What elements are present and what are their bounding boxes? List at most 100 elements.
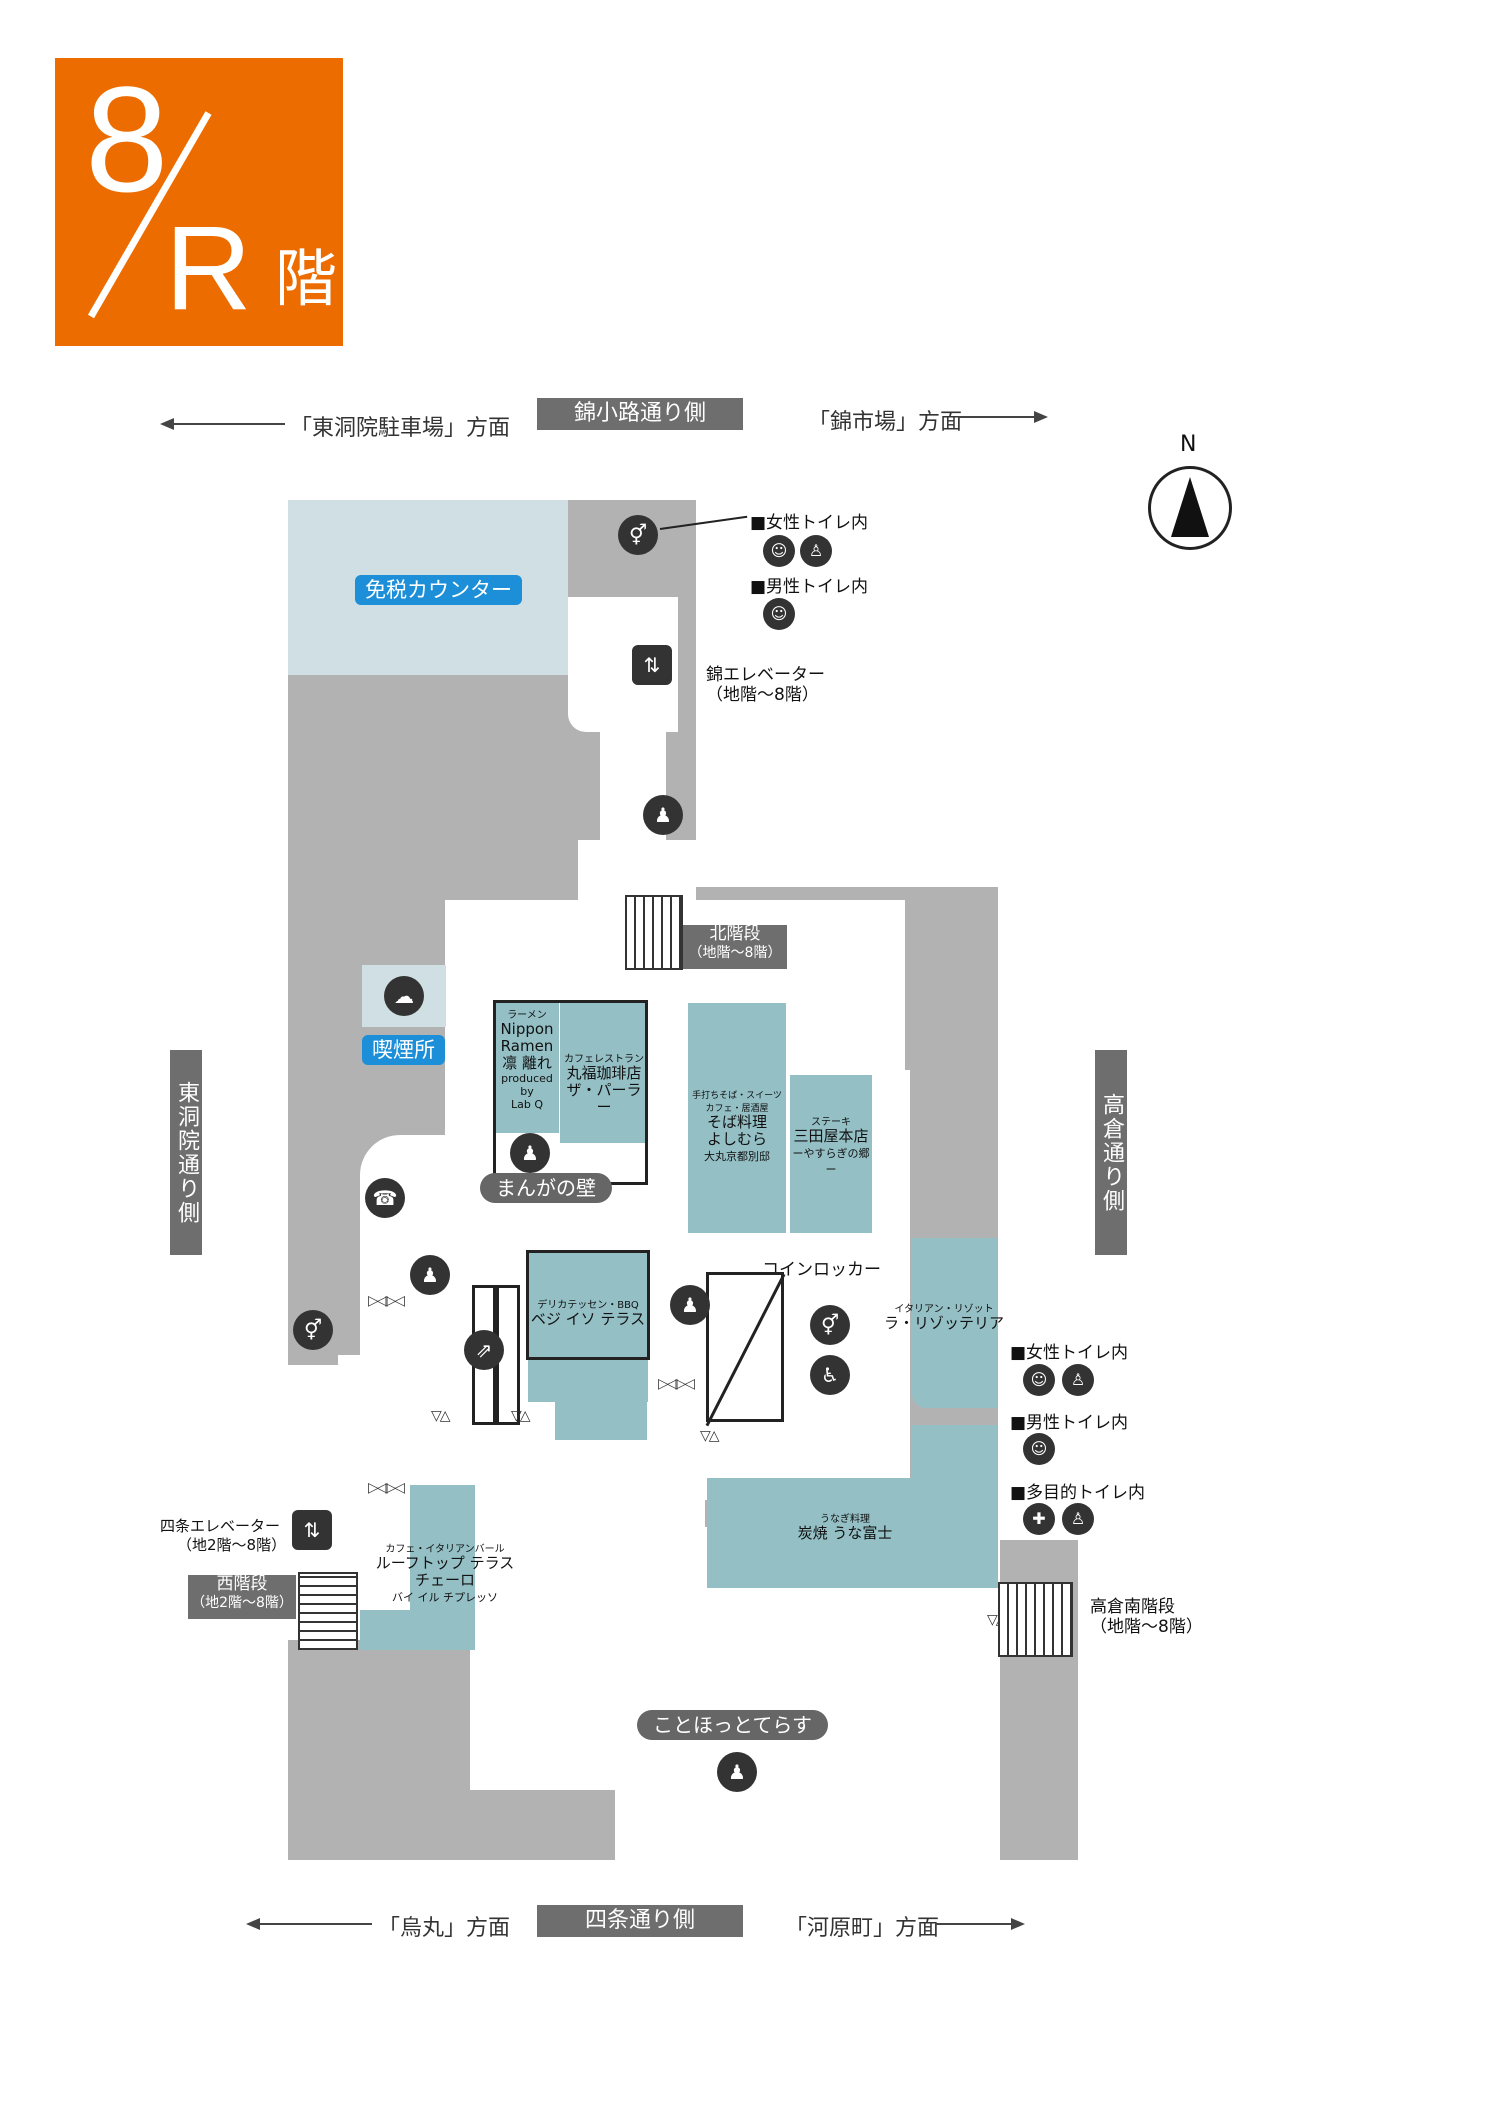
yoshimura-shop[interactable]: [688, 1003, 786, 1233]
chelo-line-2: チェーロ: [414, 1571, 475, 1589]
wheelchair-icon-center: ♿: [810, 1355, 850, 1395]
risotteria-cat: イタリアン・リゾット: [894, 1304, 994, 1315]
kotohotto-label: ことほっとてらす: [637, 1710, 828, 1740]
ostomate-icon-east: ✚: [1023, 1503, 1055, 1535]
restroom-icon-west: ⚥: [293, 1310, 333, 1350]
baby-care-icon-north-m: ☺: [763, 598, 795, 630]
unafuji-shop-right[interactable]: [912, 1425, 998, 1588]
elevator-icon-shijo: ⇅: [292, 1510, 332, 1550]
rest-area-icon-kotohotto: ♟: [717, 1752, 757, 1792]
street-west: 東洞院通り側: [170, 1050, 202, 1255]
east-toilet-women-label: ■女性トイレ内: [1010, 1343, 1129, 1363]
restroom-icon-center: ⚥: [810, 1305, 850, 1345]
chelo-cat: カフェ・イタリアンバール: [385, 1544, 505, 1555]
vegeiyo-shop-upper[interactable]: [528, 1252, 648, 1402]
baby-chair-icon-north-w: ♙: [800, 535, 832, 567]
vegeiyo-outline: [526, 1250, 650, 1360]
north-stairs-range: （地階〜8階）: [688, 945, 782, 961]
smoking-label: 喫煙所: [362, 1035, 445, 1065]
rest-area-icon-escalator: ♟: [410, 1255, 450, 1295]
ramen-shop[interactable]: [496, 1003, 559, 1133]
rest-area-icon-locker: ♟: [670, 1285, 710, 1325]
unafuji-shop-left[interactable]: [707, 1478, 912, 1588]
direction-north-left: 「東洞院駐車場」方面: [290, 416, 511, 441]
mitaya-cat: ステーキ: [811, 1117, 851, 1128]
coin-locker-divider: [705, 1273, 786, 1427]
arrow-right-line: [958, 416, 1038, 418]
unafuji-cat: うなぎ料理: [820, 1514, 870, 1525]
vegeiyo-label: デリカテッセン・BBQ ベジ イソ テラス: [526, 1296, 650, 1328]
ramen-line-3: 凛 離れ: [502, 1054, 552, 1072]
door-west-1: ▷◁▷◁: [368, 1293, 405, 1309]
chelo-sub: バイ イル チプレッソ: [392, 1591, 498, 1604]
shijo-elevator-range: （地2階〜8階）: [177, 1536, 287, 1554]
compass-needle: [1171, 477, 1209, 537]
risotteria-shop[interactable]: [912, 1238, 998, 1408]
escalator-icon: ⇗: [464, 1330, 504, 1370]
chelo-shop-bottom[interactable]: [360, 1610, 475, 1650]
coin-locker: [705, 1272, 786, 1427]
east-toilet-men-label: ■男性トイレ内: [1010, 1413, 1129, 1433]
marufuku-shop[interactable]: [560, 1003, 645, 1143]
baby-care-icon-east-m: ☺: [1023, 1433, 1055, 1465]
ramen-cat: ラーメン: [507, 1010, 547, 1021]
coin-locker-label: コインロッカー: [762, 1260, 881, 1280]
ramen-sub-2: Lab Q: [510, 1098, 543, 1111]
door-west-2: ▷◁▷◁: [368, 1480, 405, 1496]
west-stairs-range: （地2階〜8階）: [191, 1595, 293, 1611]
baby-care-icon-north-w: ☺: [763, 535, 795, 567]
compass-label: N: [1180, 432, 1197, 457]
ramen-sub-1: produced by: [501, 1072, 553, 1098]
smoking-icon: ☁: [384, 976, 424, 1016]
takakura-south-stairs-name: 高倉南階段: [1090, 1597, 1175, 1617]
mitaya-shop[interactable]: [790, 1075, 872, 1233]
chelo-line-1: ルーフトップ テラス: [375, 1554, 515, 1572]
marufuku-cat: カフェレストラン: [564, 1054, 644, 1065]
west-stairs-tag: 西階段 （地2階〜8階）: [188, 1575, 296, 1619]
ramen-label: ラーメン Nippon Ramen 凛 離れ produced by Lab Q: [494, 1006, 560, 1111]
walkway-south-bottom: [615, 1790, 1000, 1860]
shijo-elevator-name: 四条エレベーター: [160, 1517, 281, 1535]
marufuku-line-2: ザ・パーラー: [566, 1081, 642, 1116]
chelo-label: カフェ・イタリアンバール ルーフトップ テラス チェーロ バイ イル チプレッソ: [370, 1540, 520, 1605]
north-stairs-name: 北階段: [709, 924, 761, 944]
baby-chair-icon-east-multi: ♙: [1062, 1503, 1094, 1535]
mitaya-label: ステーキ 三田屋本店 ーやすらぎの郷ー: [788, 1113, 874, 1177]
arrow-left-icon-south: [246, 1918, 260, 1930]
unafuji-label: うなぎ料理 炭焼 うな富士: [760, 1510, 930, 1542]
arrow-right-icon-south: [1011, 1918, 1025, 1930]
east-toilet-multi-label: ■多目的トイレ内: [1010, 1483, 1146, 1503]
north-stairs: [625, 895, 683, 970]
floor-badge: 8 R 階: [55, 58, 343, 346]
elevator-icon-nishiki: ⇅: [632, 645, 672, 685]
phone-icon: ☎: [365, 1178, 405, 1218]
direction-north-right: 「錦市場」方面: [808, 410, 963, 435]
arrow-left-line: [165, 423, 285, 425]
vegeiyo-cat: デリカテッセン・BBQ: [537, 1300, 639, 1311]
arrow-left-line-south: [252, 1923, 372, 1925]
yoshimura-cat: 手打ちそば・スイーツカフェ・居酒屋: [692, 1091, 782, 1114]
vegeiyo-shop-lower[interactable]: [555, 1400, 647, 1440]
street-south: 四条通り側: [537, 1905, 743, 1937]
yoshimura-line-1: そば料理: [706, 1113, 767, 1131]
unafuji-line-1: 炭焼 うな富士: [797, 1524, 893, 1542]
north-toilet-men-label: ■男性トイレ内: [750, 577, 869, 597]
nishiki-elevator-name: 錦エレベーター: [706, 665, 825, 685]
walkway-west-mid: [288, 1355, 410, 1485]
arrow-right-line-south: [935, 1923, 1015, 1925]
takakura-south-stairs: [998, 1582, 1073, 1657]
west-stairs-name: 西階段: [216, 1574, 268, 1594]
baby-care-icon-east-w: ☺: [1023, 1364, 1055, 1396]
direction-south-right: 「河原町」方面: [785, 1916, 940, 1941]
vegeiyo-line-1: ベジ イソ テラス: [530, 1310, 646, 1328]
door-center: ▷◁▷◁: [658, 1376, 695, 1392]
tax-free-label: 免税カウンター: [355, 575, 522, 605]
door-escalator-2: ▽△: [511, 1408, 530, 1424]
takakura-south-stairs-range: （地階〜8階）: [1090, 1617, 1203, 1637]
yoshimura-line-2: よしむら: [706, 1130, 767, 1148]
mitaya-line-1: 三田屋本店: [793, 1127, 869, 1145]
yoshimura-sub: 大丸京都別邸: [704, 1150, 770, 1163]
arrow-left-icon: [160, 418, 174, 430]
risotteria-line-1: ラ・リゾッテリア: [884, 1314, 1005, 1332]
rest-area-icon-manga: ♟: [510, 1133, 550, 1173]
